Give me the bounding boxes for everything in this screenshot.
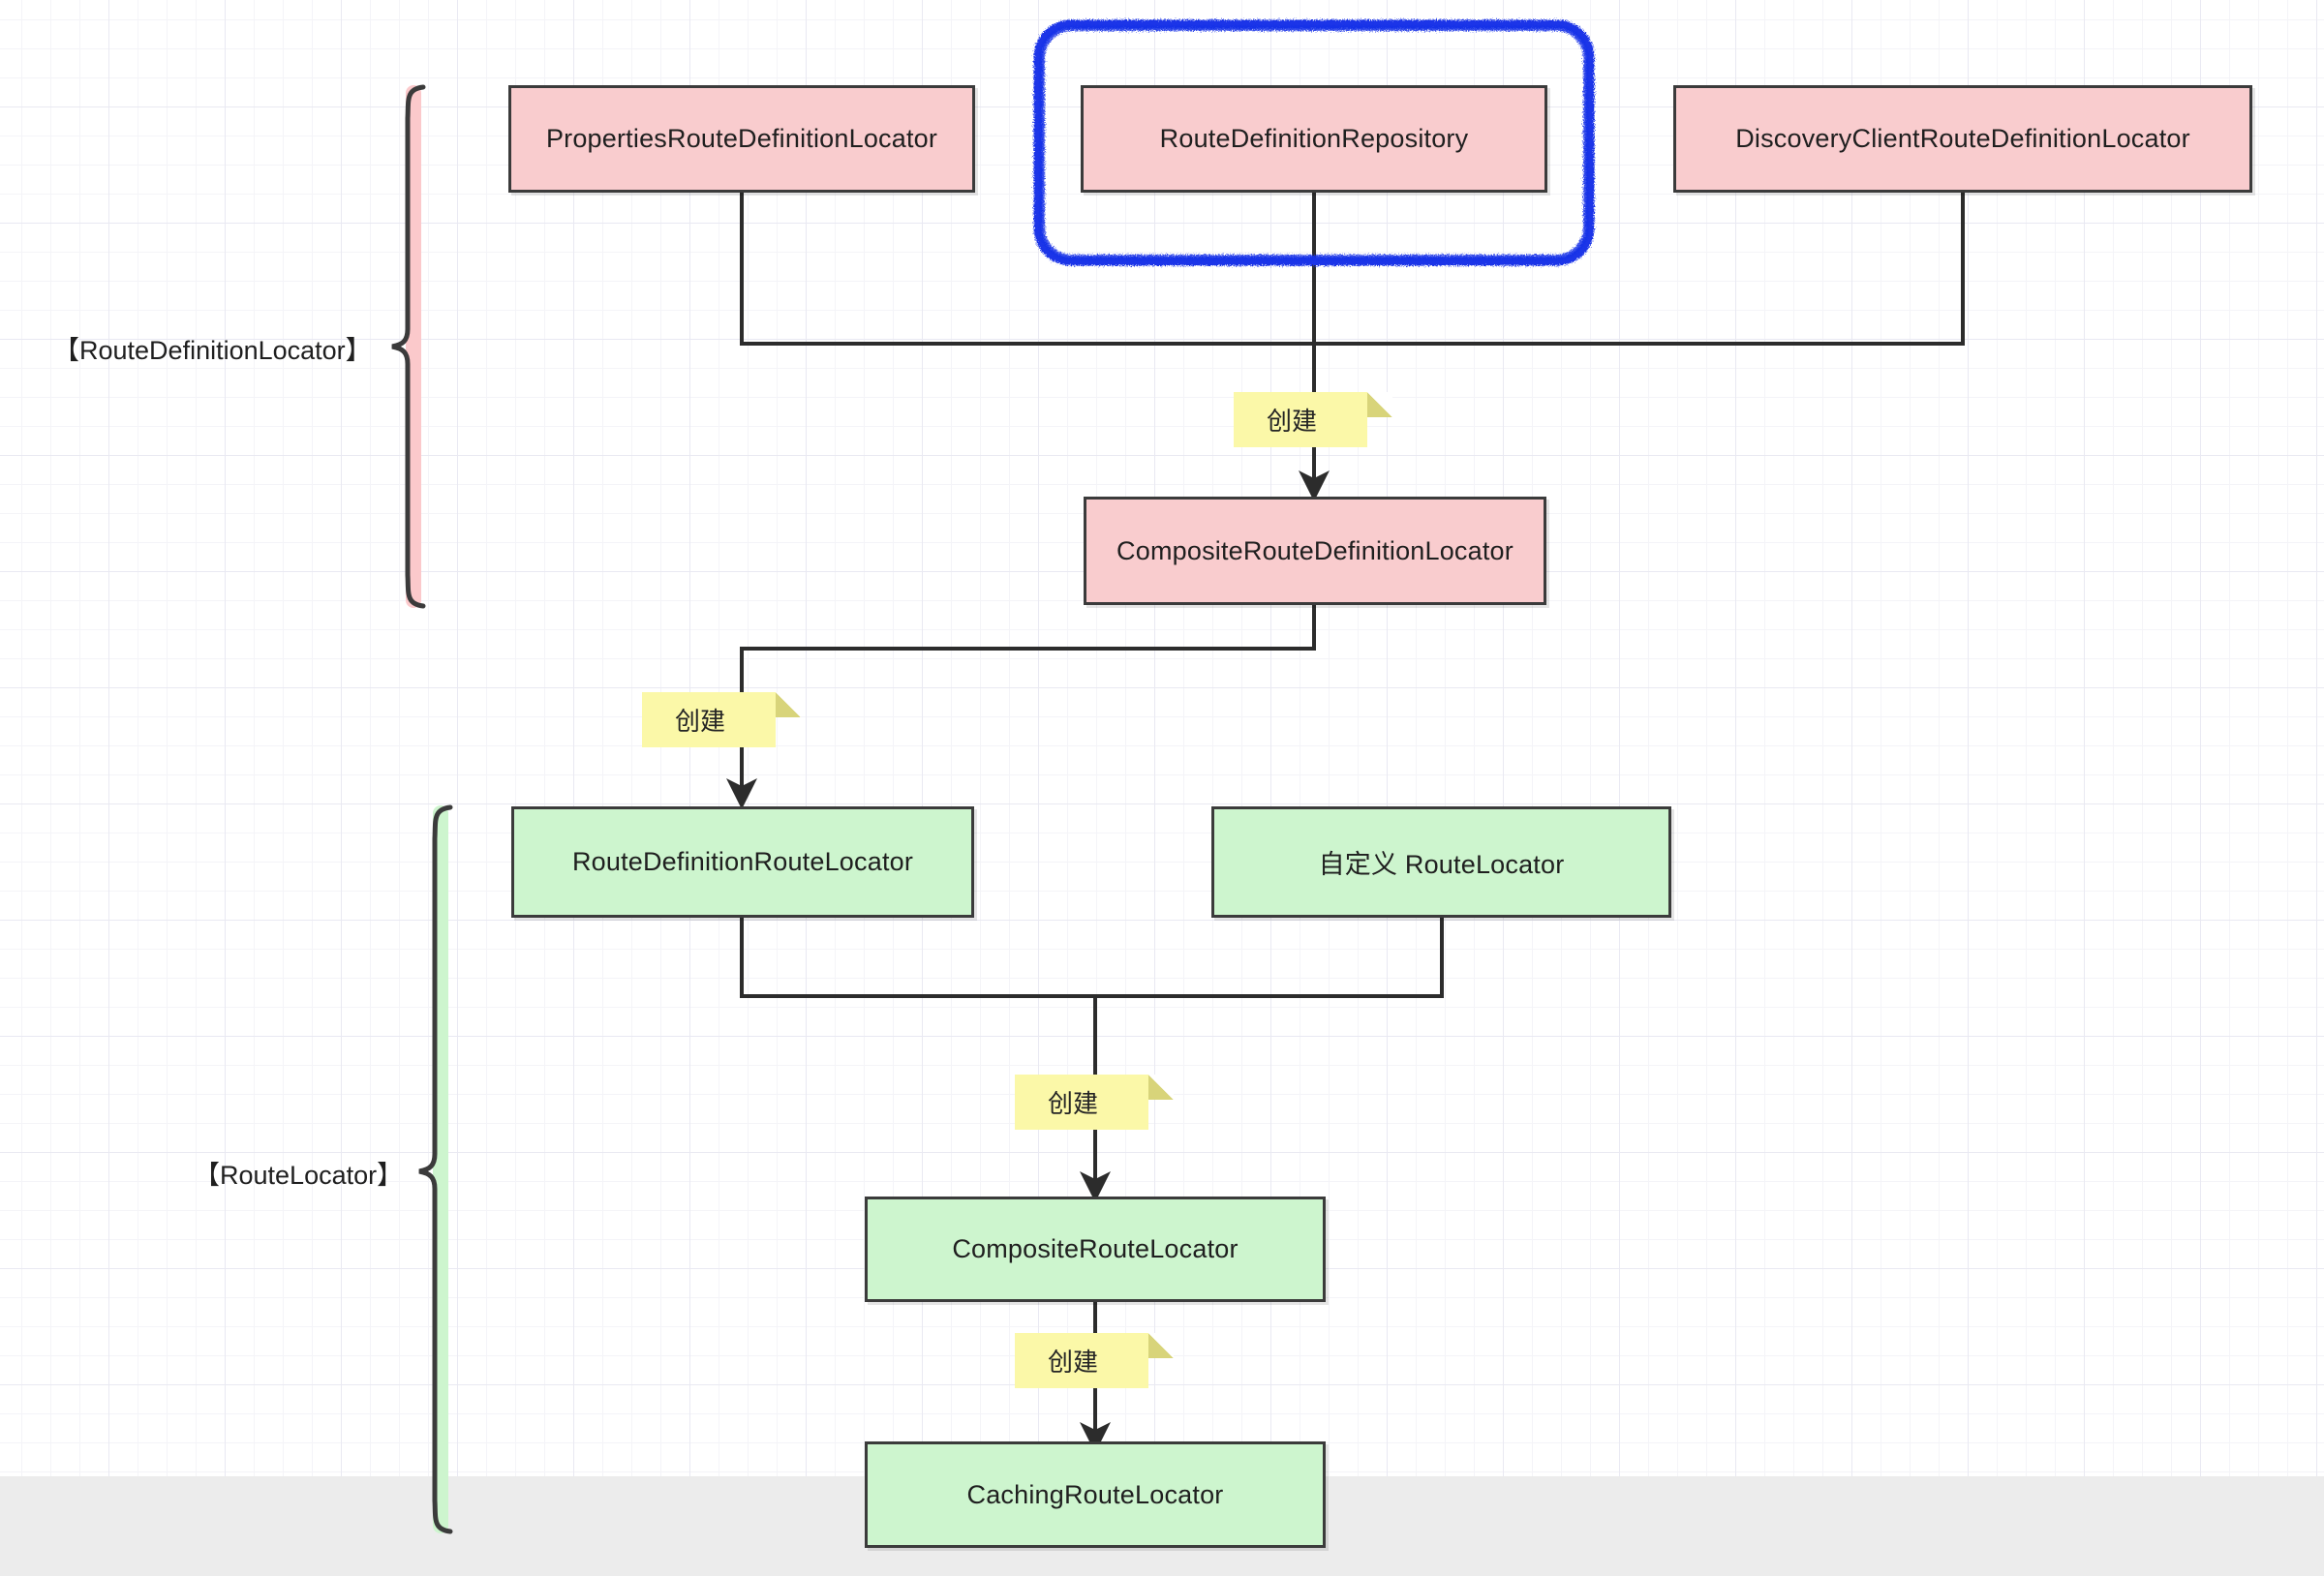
folded-corner-icon xyxy=(1367,392,1392,417)
folded-corner-icon xyxy=(1148,1333,1174,1358)
folded-corner-icon xyxy=(776,692,801,717)
node-label: 自定义 RouteLocator xyxy=(1318,850,1565,879)
node-composite-route-locator[interactable]: CompositeRouteLocator xyxy=(865,1197,1326,1302)
sticky-note-create-3[interactable]: 创建 xyxy=(1015,1075,1174,1130)
node-composite-route-definition-locator[interactable]: CompositeRouteDefinitionLocator xyxy=(1084,497,1546,605)
node-label: DiscoveryClientRouteDefinitionLocator xyxy=(1735,124,2190,153)
sticky-note-create-2[interactable]: 创建 xyxy=(642,692,801,747)
sticky-label: 创建 xyxy=(1048,1089,1099,1118)
group-label-route-definition-locator: 【RouteDefinitionLocator】 xyxy=(53,336,372,365)
folded-corner-icon xyxy=(1148,1075,1174,1100)
node-custom-route-locator[interactable]: 自定义 RouteLocator xyxy=(1211,806,1671,918)
node-label: CompositeRouteLocator xyxy=(952,1234,1238,1263)
sticky-label: 创建 xyxy=(675,707,726,736)
sticky-label: 创建 xyxy=(1048,1348,1099,1377)
node-label: CompositeRouteDefinitionLocator xyxy=(1116,535,1514,565)
sticky-label: 创建 xyxy=(1267,407,1318,436)
sticky-note-create-4[interactable]: 创建 xyxy=(1015,1333,1174,1388)
node-label: RouteDefinitionRepository xyxy=(1159,124,1469,153)
node-route-definition-repository[interactable]: RouteDefinitionRepository xyxy=(1081,85,1547,193)
node-label: RouteDefinitionRouteLocator xyxy=(571,847,914,876)
node-properties-route-definition-locator[interactable]: PropertiesRouteDefinitionLocator xyxy=(508,85,975,193)
node-caching-route-locator[interactable]: CachingRouteLocator xyxy=(865,1441,1326,1548)
sticky-note-create-1[interactable]: 创建 xyxy=(1234,392,1392,447)
group-label-route-locator: 【RouteLocator】 xyxy=(194,1161,404,1190)
node-label: PropertiesRouteDefinitionLocator xyxy=(545,124,938,153)
node-label: CachingRouteLocator xyxy=(966,1479,1224,1509)
node-route-definition-route-locator[interactable]: RouteDefinitionRouteLocator xyxy=(511,806,974,918)
node-discovery-client-route-definition-locator[interactable]: DiscoveryClientRouteDefinitionLocator xyxy=(1673,85,2252,193)
